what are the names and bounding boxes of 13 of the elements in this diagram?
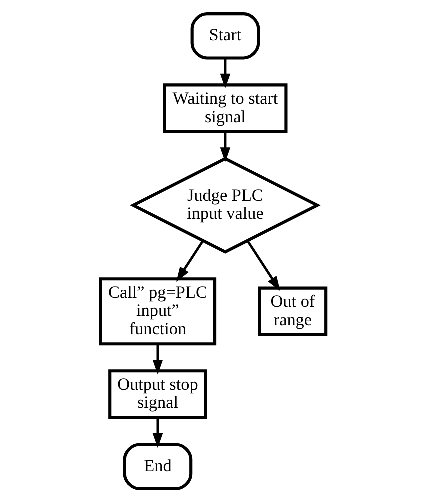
arrow	[220, 132, 231, 162]
arrow	[220, 58, 231, 88]
node-box: Start	[190, 12, 260, 60]
node-diamond: Judge PLC input value	[130, 156, 321, 254]
arrow	[246, 240, 280, 291]
node-box: End	[123, 442, 193, 490]
node-box: Waiting to start signal	[163, 83, 288, 133]
arrow	[152, 417, 164, 448]
arrow	[176, 240, 204, 282]
node-box: Out of range	[258, 286, 328, 336]
arrow	[152, 344, 164, 374]
node-box: Call” pg=PLC input” function	[99, 277, 217, 346]
node-box: Output stop signal	[108, 369, 208, 419]
